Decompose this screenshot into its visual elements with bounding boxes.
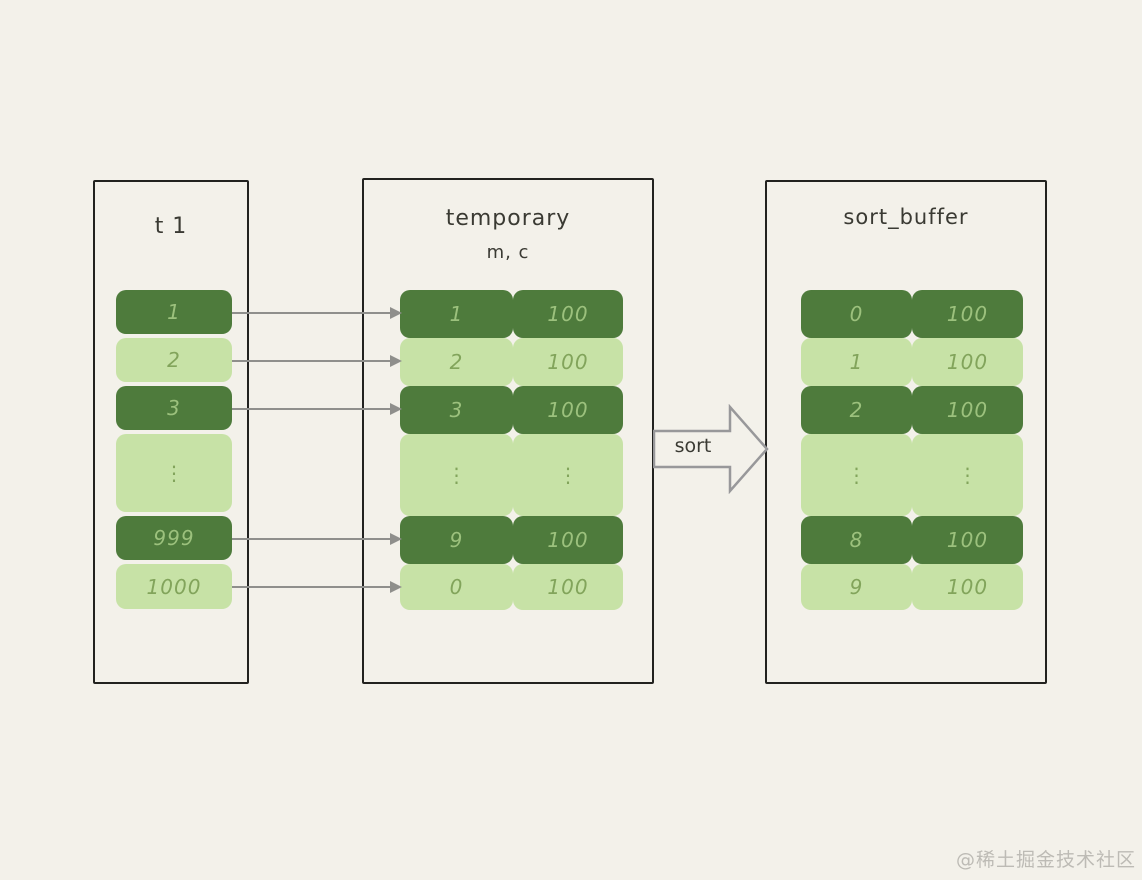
t1-title: t 1 bbox=[154, 214, 188, 239]
temporary-r1-m: 1 bbox=[400, 290, 513, 338]
temporary-r5-c: 100 bbox=[513, 516, 623, 564]
arrowhead-icon bbox=[390, 307, 402, 319]
temporary-r4-c-ellipsis: ⋮ bbox=[513, 434, 623, 516]
t1-cell-3: 3 bbox=[116, 386, 232, 430]
sortbuf-r1-c: 100 bbox=[912, 290, 1023, 338]
t1-cell-999: 999 bbox=[116, 516, 232, 560]
sort-buffer-title: sort_buffer bbox=[843, 205, 969, 229]
temporary-r6-c: 100 bbox=[513, 564, 623, 610]
row-mapping-arrow-4 bbox=[232, 533, 402, 545]
arrowhead-icon bbox=[390, 533, 402, 545]
sortbuf-r4-m-ellipsis: ⋮ bbox=[801, 434, 912, 516]
temporary-r3-c: 100 bbox=[513, 386, 623, 434]
watermark-text: @稀土掘金技术社区 bbox=[955, 849, 1136, 871]
row-mapping-arrow-2 bbox=[232, 355, 402, 367]
temporary-subtitle: m, c bbox=[486, 242, 530, 263]
temporary-r6-m: 0 bbox=[400, 564, 513, 610]
row-mapping-arrow-3 bbox=[232, 403, 402, 415]
t1-cell-2: 2 bbox=[116, 338, 232, 382]
sortbuf-r6-m: 9 bbox=[801, 564, 912, 610]
temporary-r2-c: 100 bbox=[513, 338, 623, 386]
temporary-title: temporary bbox=[445, 206, 571, 231]
sortbuf-r1-m: 0 bbox=[801, 290, 912, 338]
sort-block-arrow-icon bbox=[653, 404, 769, 494]
temporary-r3-m: 3 bbox=[400, 386, 513, 434]
t1-cell-1000: 1000 bbox=[116, 564, 232, 609]
t1-table-box: t 1 bbox=[93, 180, 249, 684]
t1-cell-1: 1 bbox=[116, 290, 232, 334]
t1-cell-ellipsis: ⋮ bbox=[116, 434, 232, 512]
sort-arrow-label: sort bbox=[674, 435, 712, 457]
row-mapping-arrow-1 bbox=[232, 307, 402, 319]
arrowhead-icon bbox=[390, 355, 402, 367]
sortbuf-r2-m: 1 bbox=[801, 338, 912, 386]
sortbuf-r2-c: 100 bbox=[912, 338, 1023, 386]
temporary-r1-c: 100 bbox=[513, 290, 623, 338]
temporary-r4-m-ellipsis: ⋮ bbox=[400, 434, 513, 516]
sortbuf-r6-c: 100 bbox=[912, 564, 1023, 610]
arrowhead-icon bbox=[390, 403, 402, 415]
sortbuf-r5-m: 8 bbox=[801, 516, 912, 564]
sortbuf-r4-c-ellipsis: ⋮ bbox=[912, 434, 1023, 516]
sortbuf-r3-m: 2 bbox=[801, 386, 912, 434]
temporary-r2-m: 2 bbox=[400, 338, 513, 386]
sortbuf-r5-c: 100 bbox=[912, 516, 1023, 564]
row-mapping-arrow-5 bbox=[232, 581, 402, 593]
sort-buffer-table-box: sort_buffer bbox=[765, 180, 1047, 684]
sortbuf-r3-c: 100 bbox=[912, 386, 1023, 434]
temporary-r5-m: 9 bbox=[400, 516, 513, 564]
arrowhead-icon bbox=[390, 581, 402, 593]
